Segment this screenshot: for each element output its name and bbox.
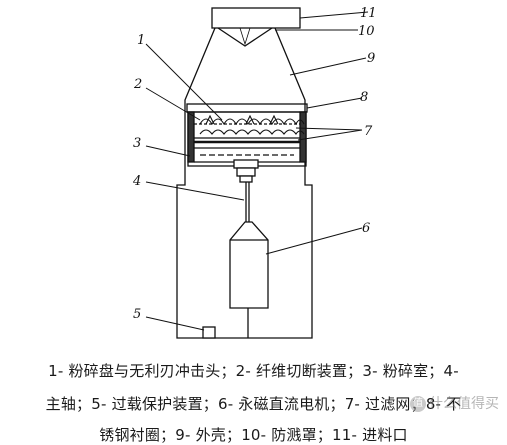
grinder-structure-diagram: 11 10 9 8 7 1 2 3 4 6 5	[132, 6, 377, 339]
watermark: 值什么值得买	[410, 393, 499, 413]
callout-2: 2	[133, 77, 142, 92]
watermark-badge-icon: 值	[410, 396, 426, 412]
caption-line-2: 主轴；5- 过载保护装置；6- 永磁直流电机；7- 过滤网；8- 不	[45, 395, 462, 413]
shaft-coupling	[233, 159, 259, 169]
callout-3: 3	[133, 136, 141, 151]
pm-dc-motor	[229, 221, 269, 309]
callout-10: 10	[358, 24, 375, 39]
callout-9: 9	[367, 51, 375, 66]
feed-inlet	[211, 7, 301, 29]
callout-11: 11	[360, 6, 377, 21]
overload-protection	[202, 326, 216, 339]
callout-5: 5	[133, 307, 141, 322]
callout-6: 6	[362, 221, 370, 236]
splash-guard	[217, 27, 273, 47]
stainless-ring	[186, 103, 308, 113]
caption-line-1: 1- 粉碎盘与无利刃冲击头；2- 纤维切断装置；3- 粉碎室；4-	[48, 362, 459, 380]
crushing-chamber	[187, 111, 307, 167]
watermark-text: 什么值得买	[429, 396, 499, 412]
callout-7: 7	[364, 124, 373, 139]
crushing-disc-impact-heads	[199, 114, 305, 135]
callout-8: 8	[360, 90, 368, 105]
caption-line-3: 锈钢衬圈；9- 外壳；10- 防溅罩；11- 进料口	[99, 426, 408, 444]
callout-1: 1	[137, 33, 145, 48]
callout-4: 4	[132, 174, 141, 189]
